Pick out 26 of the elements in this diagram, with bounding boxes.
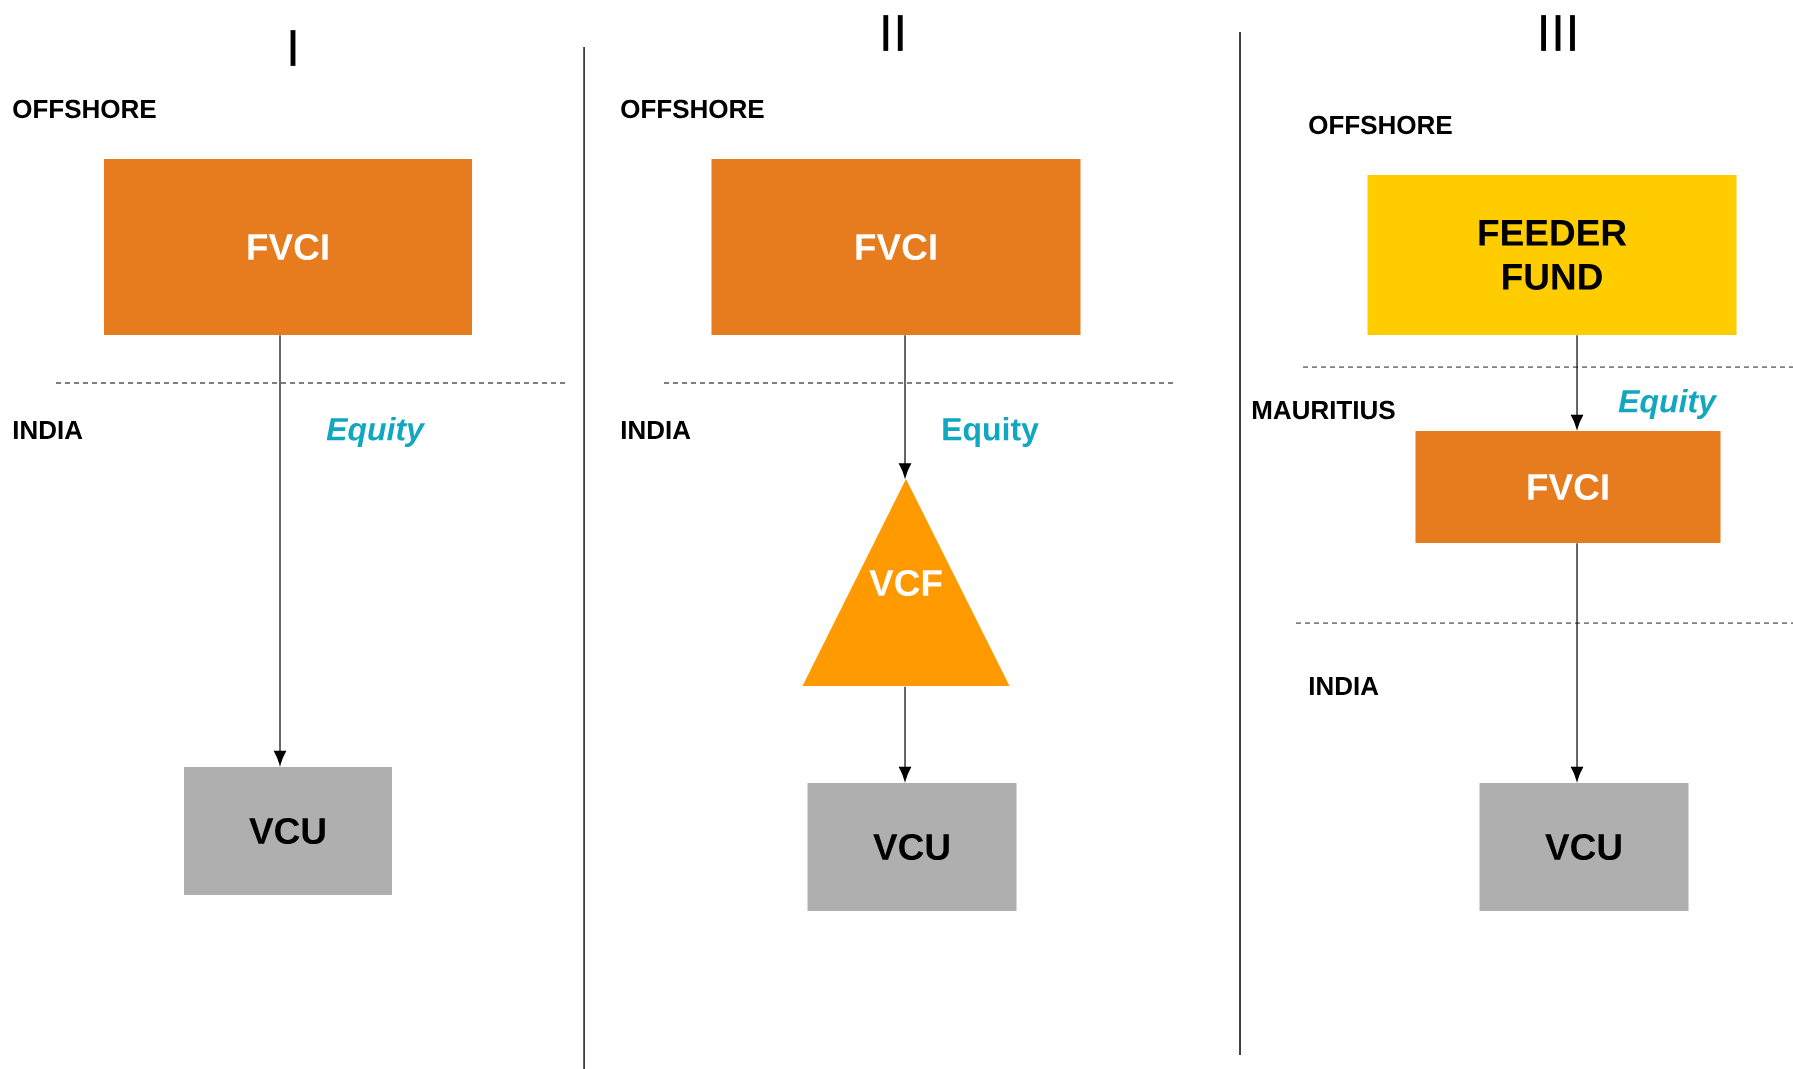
box: VCU (184, 767, 392, 895)
panel-numeral: II (883, 15, 903, 51)
region-label: OFFSHORE (13, 99, 156, 119)
edge-label: Equity (1618, 389, 1718, 419)
arrow (1571, 334, 1584, 430)
box: FVCI (1415, 431, 1721, 543)
arrow (1571, 542, 1584, 782)
box: FVCI (711, 159, 1081, 335)
region-label: OFFSHORE (1309, 115, 1452, 135)
region-label: OFFSHORE (621, 99, 764, 119)
arrow (899, 686, 911, 782)
panel-numeral: I (290, 30, 296, 66)
box: VCU (1479, 783, 1689, 911)
panel-numeral: III (1541, 15, 1575, 51)
box: FEEDER FUND (1367, 175, 1737, 335)
region-label: INDIA (621, 421, 691, 439)
box: VCU (807, 783, 1017, 911)
region-label: INDIA (1309, 677, 1379, 695)
edge-label: Equity (326, 417, 426, 447)
edge-label: Equity (943, 417, 1039, 447)
region-label: MAURITIUS (1252, 400, 1395, 420)
triangle: VCF (802, 479, 1010, 686)
box: FVCI (104, 159, 472, 335)
arrow (274, 334, 287, 766)
region-label: INDIA (13, 421, 83, 439)
arrow (899, 334, 911, 478)
